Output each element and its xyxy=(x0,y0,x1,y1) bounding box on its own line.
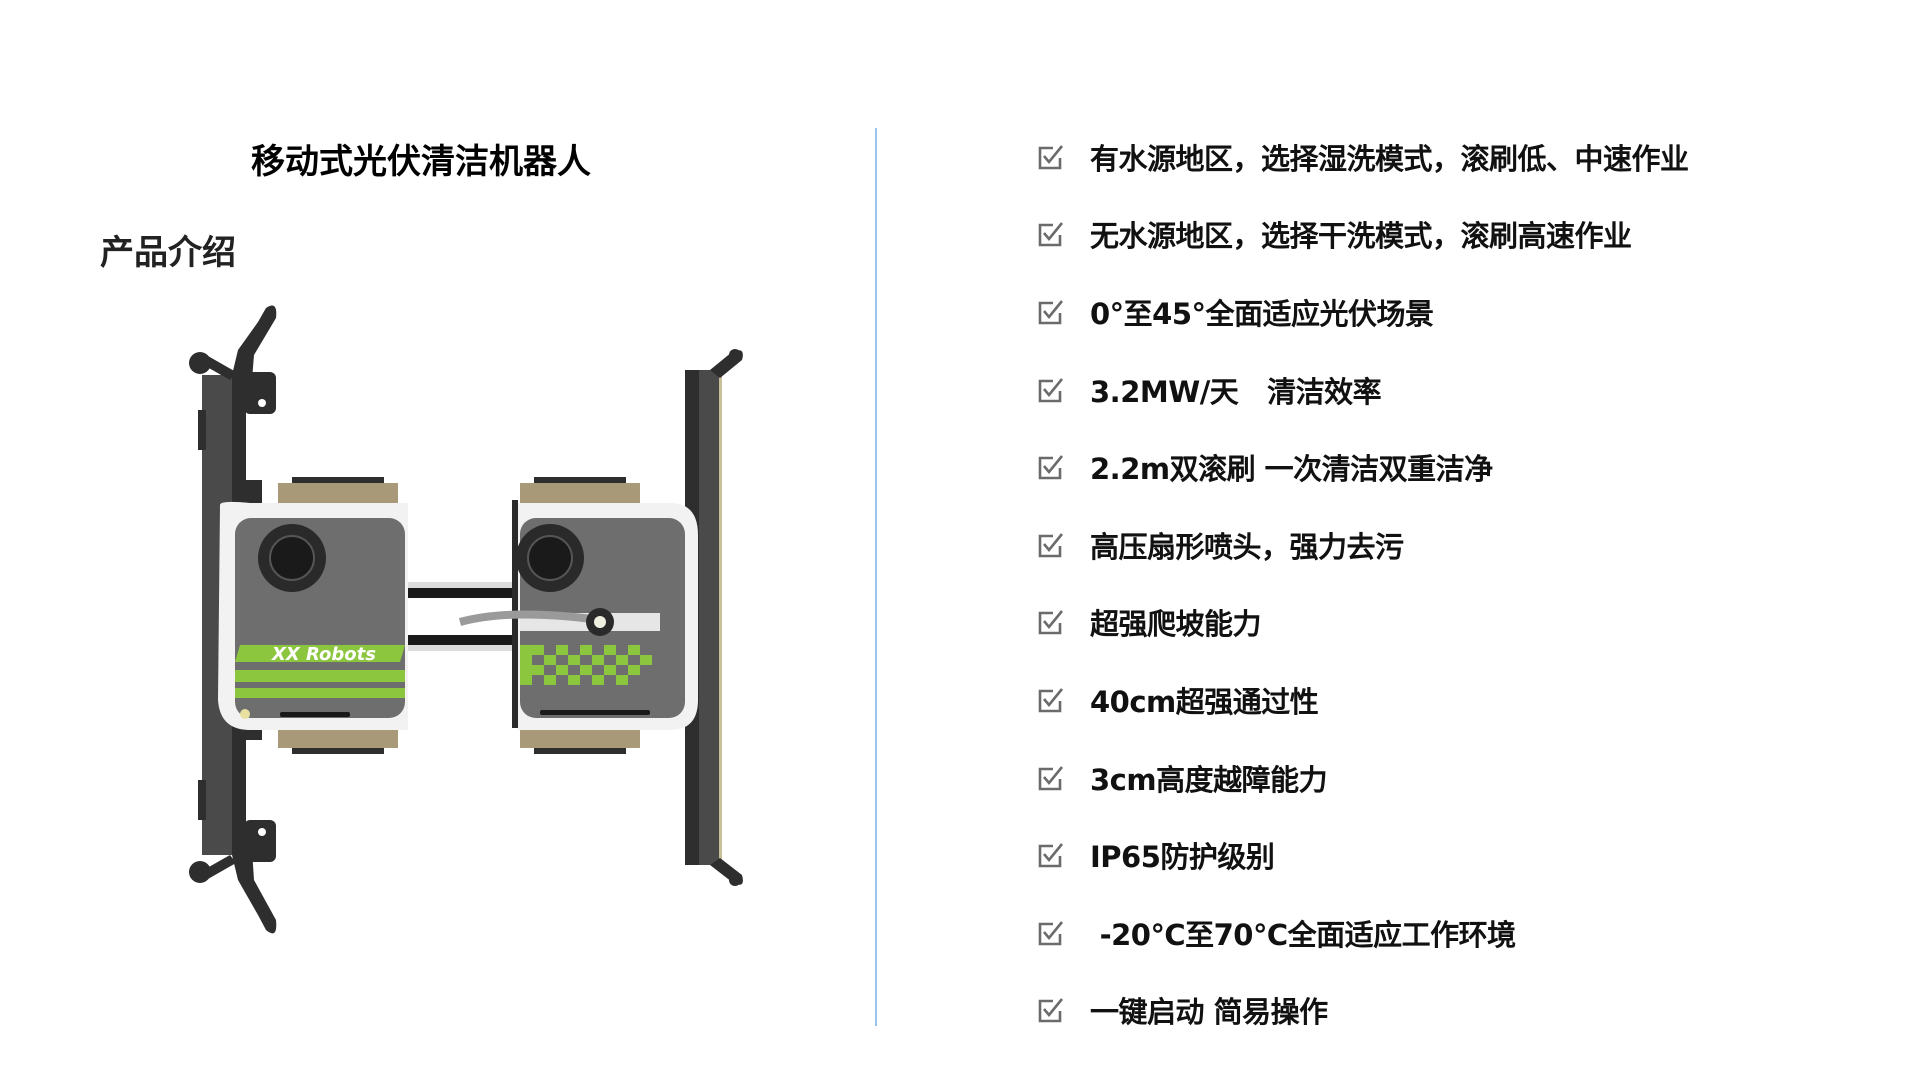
checkbox-checked-icon xyxy=(1038,532,1064,558)
checkbox-checked-icon xyxy=(1038,222,1064,247)
checkbox-checked-icon xyxy=(1038,998,1064,1023)
checkbox-checked-icon xyxy=(1038,920,1064,946)
checkbox-checked-icon xyxy=(1038,300,1064,325)
feature-item: IP65防护级别 xyxy=(1036,816,1689,894)
brand-label: XX Robots xyxy=(271,644,376,665)
tracks xyxy=(278,477,640,754)
feature-item: 超强爬坡能力 xyxy=(1036,584,1689,662)
feature-text: 无水源地区，选择干洗模式，滚刷高速作业 xyxy=(1090,219,1632,254)
slide-title: 移动式光伏清洁机器人 xyxy=(251,142,591,182)
feature-item: 一键启动 简易操作 xyxy=(1036,972,1689,1050)
feature-text: 一键启动 简易操作 xyxy=(1090,995,1328,1030)
feature-item: 40cm超强通过性 xyxy=(1036,661,1689,739)
feature-text: 超强爬坡能力 xyxy=(1090,607,1262,642)
feature-item: -20℃至70℃全面适应工作环境 xyxy=(1036,894,1689,972)
feature-item: 0°至45°全面适应光伏场景 xyxy=(1036,273,1689,351)
feature-text: 2.2m双滚刷 一次清洁双重洁净 xyxy=(1090,452,1493,487)
feature-text: 40cm超强通过性 xyxy=(1090,684,1319,719)
feature-text: 有水源地区，选择湿洗模式，滚刷低、中速作业 xyxy=(1090,141,1689,176)
feature-item: 高压扇形喷头，强力去污 xyxy=(1036,506,1689,584)
checkbox-checked-icon xyxy=(1038,377,1064,402)
feature-text: -20℃至70℃全面适应工作环境 xyxy=(1090,917,1516,952)
feature-item: 3.2MW/天 清洁效率 xyxy=(1036,351,1689,429)
feature-text: 高压扇形喷头，强力去污 xyxy=(1090,529,1404,564)
feature-item: 3cm高度越障能力 xyxy=(1036,739,1689,817)
feature-item: 无水源地区，选择干洗模式，滚刷高速作业 xyxy=(1036,196,1689,274)
product-image: XX Robots xyxy=(189,305,743,934)
feature-text: 3cm高度越障能力 xyxy=(1090,762,1328,797)
feature-list: 有水源地区，选择湿洗模式，滚刷低、中速作业 无水源地区，选择干洗模式，滚刷高速作… xyxy=(1036,118,1689,1049)
right-body xyxy=(458,503,698,730)
vertical-divider xyxy=(875,128,877,1026)
section-title: 产品介绍 xyxy=(100,233,236,273)
checkbox-checked-icon xyxy=(1038,765,1064,790)
feature-item: 2.2m双滚刷 一次清洁双重洁净 xyxy=(1036,428,1689,506)
feature-text: 0°至45°全面适应光伏场景 xyxy=(1090,296,1434,331)
feature-item: 有水源地区，选择湿洗模式，滚刷低、中速作业 xyxy=(1036,118,1689,196)
checkbox-checked-icon xyxy=(1038,610,1064,635)
checkbox-checked-icon xyxy=(1038,688,1064,713)
feature-text: IP65防护级别 xyxy=(1090,840,1275,875)
feature-text: 3.2MW/天 清洁效率 xyxy=(1090,374,1382,409)
checkbox-checked-icon xyxy=(1038,843,1064,868)
checkbox-checked-icon xyxy=(1038,455,1064,480)
checkbox-checked-icon xyxy=(1038,144,1064,170)
left-body: XX Robots xyxy=(218,501,408,730)
